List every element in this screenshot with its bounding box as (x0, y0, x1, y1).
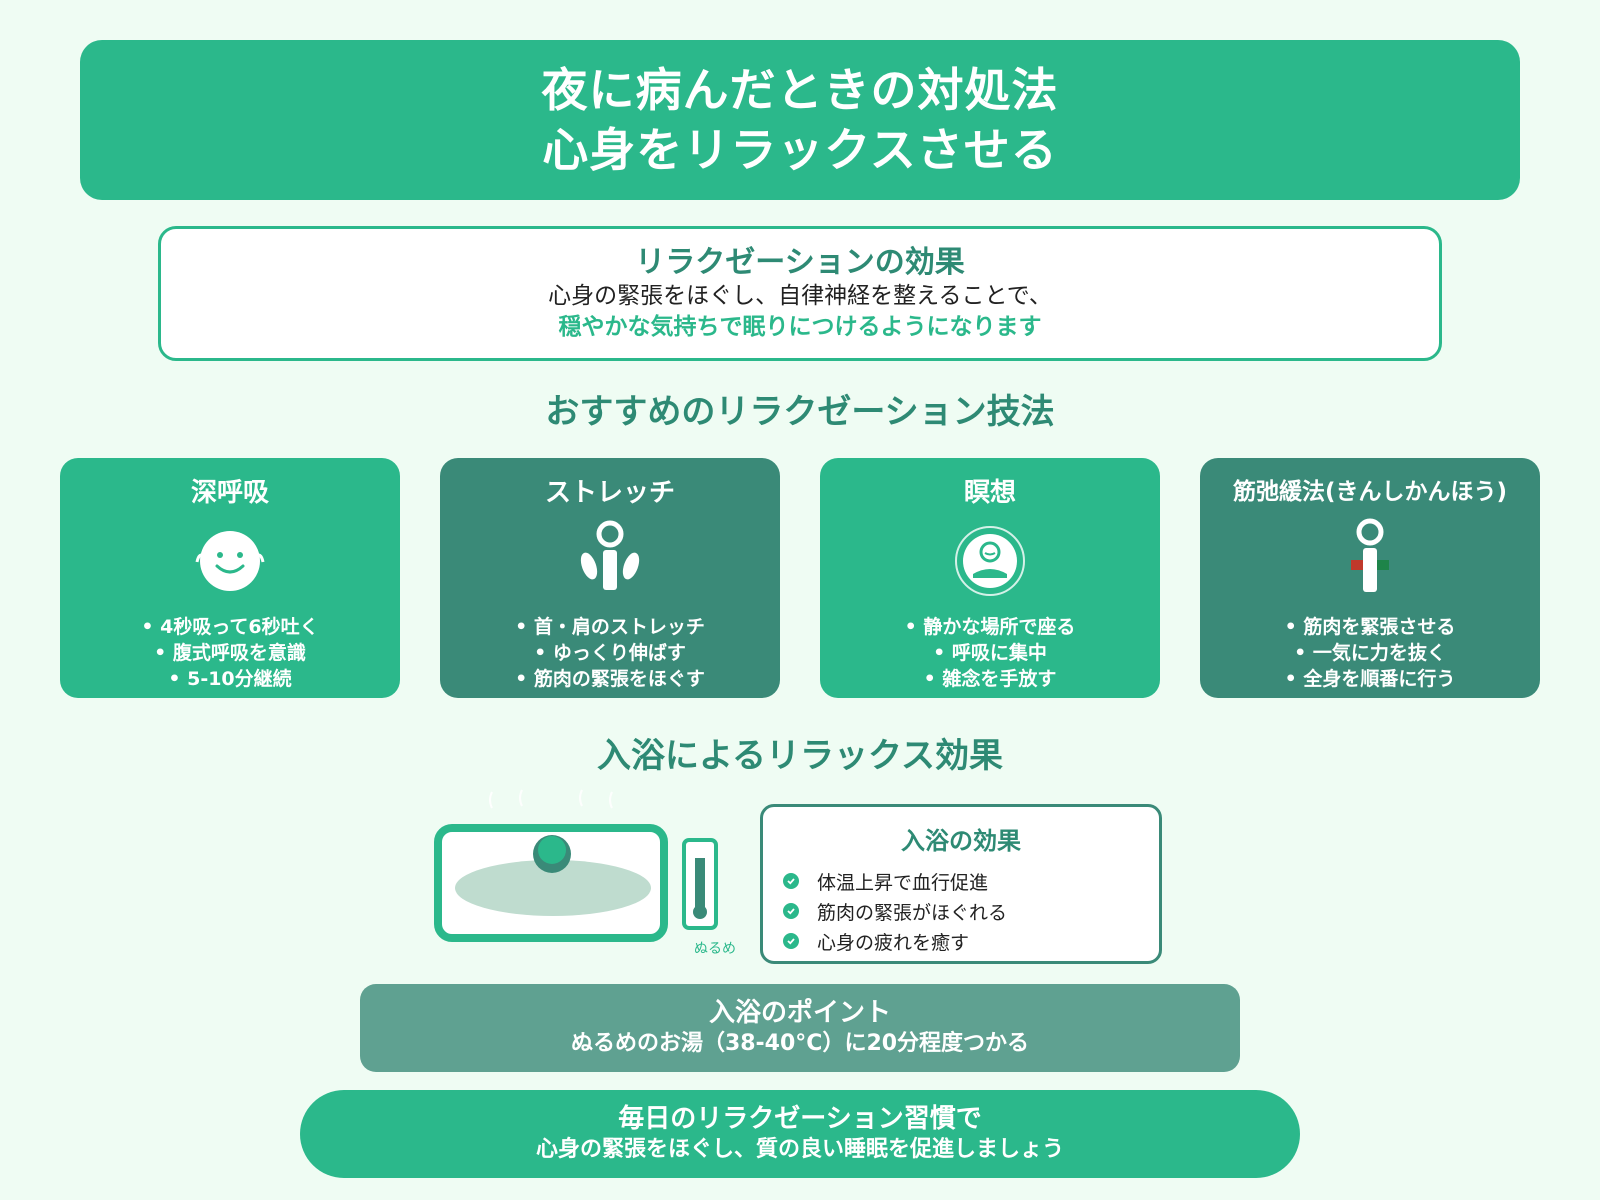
list-item: 心身の疲れを癒す (783, 926, 1159, 956)
bath-effect-text: 体温上昇で血行促進 (817, 871, 989, 894)
bath-effect-text: 心身の疲れを癒す (817, 931, 970, 954)
bath-point-banner: 入浴のポイント ぬるめのお湯（38-40°C）に20分程度つかる (360, 984, 1240, 1072)
page-title-line1: 夜に病んだときの対処法 (541, 63, 1059, 117)
technique-list: • 首・肩のストレッチ • ゆっくり伸ばす • 筋肉の緊張をほぐす (515, 614, 705, 692)
technique-card-muscle-relaxation: 筋弛緩法(きんしかんほう) • 筋肉を緊張させる • 一気に力を抜く • 全身を… (1200, 458, 1540, 698)
technique-card-title: ストレッチ (544, 478, 675, 508)
list-item: • 雑念を手放す (923, 668, 1057, 690)
footer-line2: 心身の緊張をほぐし、質の良い睡眠を促進しましょう (535, 1137, 1064, 1162)
technique-list: • 静かな場所で座る • 呼吸に集中 • 雑念を手放す (905, 614, 1076, 692)
smiling-face-icon (195, 531, 265, 591)
relaxation-effect-card: リラクゼーションの効果 心身の緊張をほぐし、自律神経を整えることで、 穏やかな気… (158, 226, 1442, 361)
bath-point-heading: 入浴のポイント (708, 998, 891, 1028)
list-item: • 呼吸に集中 (933, 642, 1047, 664)
list-item: 体温上昇で血行促進 (783, 866, 1159, 896)
footer-line1: 毎日のリラクゼーション習慣で (618, 1104, 982, 1134)
bath-effect-card: 入浴の効果 体温上昇で血行促進 筋肉の緊張がほぐれる 心身の疲れを癒す (760, 804, 1162, 964)
page-title-line2: 心身をリラックスさせる (542, 123, 1058, 177)
list-item: • 4秒吸って6秒吐く (141, 616, 319, 638)
relaxation-effect-heading: リラクゼーションの効果 (635, 244, 965, 280)
techniques-section-title: おすすめのリラクゼーション技法 (545, 392, 1055, 432)
thermometer-icon (682, 838, 718, 930)
stretching-person-icon (580, 520, 640, 590)
check-icon (783, 903, 799, 919)
technique-list: • 筋肉を緊張させる • 一気に力を抜く • 全身を順番に行う (1285, 614, 1456, 692)
list-item: • 筋肉の緊張をほぐす (515, 668, 705, 690)
technique-card-deep-breathing: 深呼吸 • 4秒吸って6秒吐く • 腹式呼吸を意識 • 5-10分継続 (60, 458, 400, 698)
technique-card-title: 筋弛緩法(きんしかんほう) (1232, 479, 1508, 505)
steam-icon (489, 789, 613, 809)
technique-list: • 4秒吸って6秒吐く • 腹式呼吸を意識 • 5-10分継続 (141, 614, 318, 692)
list-item: 筋肉の緊張がほぐれる (783, 896, 1159, 926)
bath-effect-list: 体温上昇で血行促進 筋肉の緊張がほぐれる 心身の疲れを癒す (783, 866, 1159, 956)
meditating-person-icon (955, 526, 1025, 596)
check-icon (783, 873, 799, 889)
page-header: 夜に病んだときの対処法 心身をリラックスさせる (80, 40, 1520, 200)
list-item: • 5-10分継続 (168, 668, 292, 690)
thermometer-label: ぬるめ (694, 941, 736, 957)
bath-point-text: ぬるめのお湯（38-40°C）に20分程度つかる (570, 1031, 1030, 1056)
list-item: • ゆっくり伸ばす (534, 642, 686, 664)
bath-effect-heading: 入浴の効果 (901, 827, 1021, 855)
technique-card-title: 瞑想 (963, 478, 1016, 508)
list-item: • 一気に力を抜く (1294, 642, 1446, 664)
muscle-relaxation-icon (1351, 518, 1389, 592)
technique-card-meditation: 瞑想 • 静かな場所で座る • 呼吸に集中 • 雑念を手放す (820, 458, 1160, 698)
technique-card-stretch: ストレッチ • 首・肩のストレッチ • ゆっくり伸ばす • 筋肉の緊張をほぐす (440, 458, 780, 698)
relaxation-effect-line1: 心身の緊張をほぐし、自律神経を整えることで、 (548, 282, 1052, 309)
bath-effect-text: 筋肉の緊張がほぐれる (817, 901, 1008, 924)
footer-banner: 毎日のリラクゼーション習慣で 心身の緊張をほぐし、質の良い睡眠を促進しましょう (300, 1090, 1300, 1178)
list-item: • 全身を順番に行う (1284, 668, 1456, 690)
list-item: • 筋肉を緊張させる (1284, 616, 1456, 638)
list-item: • 静かな場所で座る (904, 616, 1076, 638)
technique-card-title: 深呼吸 (190, 478, 269, 508)
bath-section-title: 入浴によるリラックス効果 (597, 736, 1003, 776)
check-icon (783, 933, 799, 949)
bathtub-illustration (434, 789, 718, 942)
relaxation-effect-line2: 穏やかな気持ちで眠りにつけるようになります (558, 313, 1042, 340)
list-item: • 首・肩のストレッチ (515, 616, 705, 638)
list-item: • 腹式呼吸を意識 (154, 642, 306, 664)
